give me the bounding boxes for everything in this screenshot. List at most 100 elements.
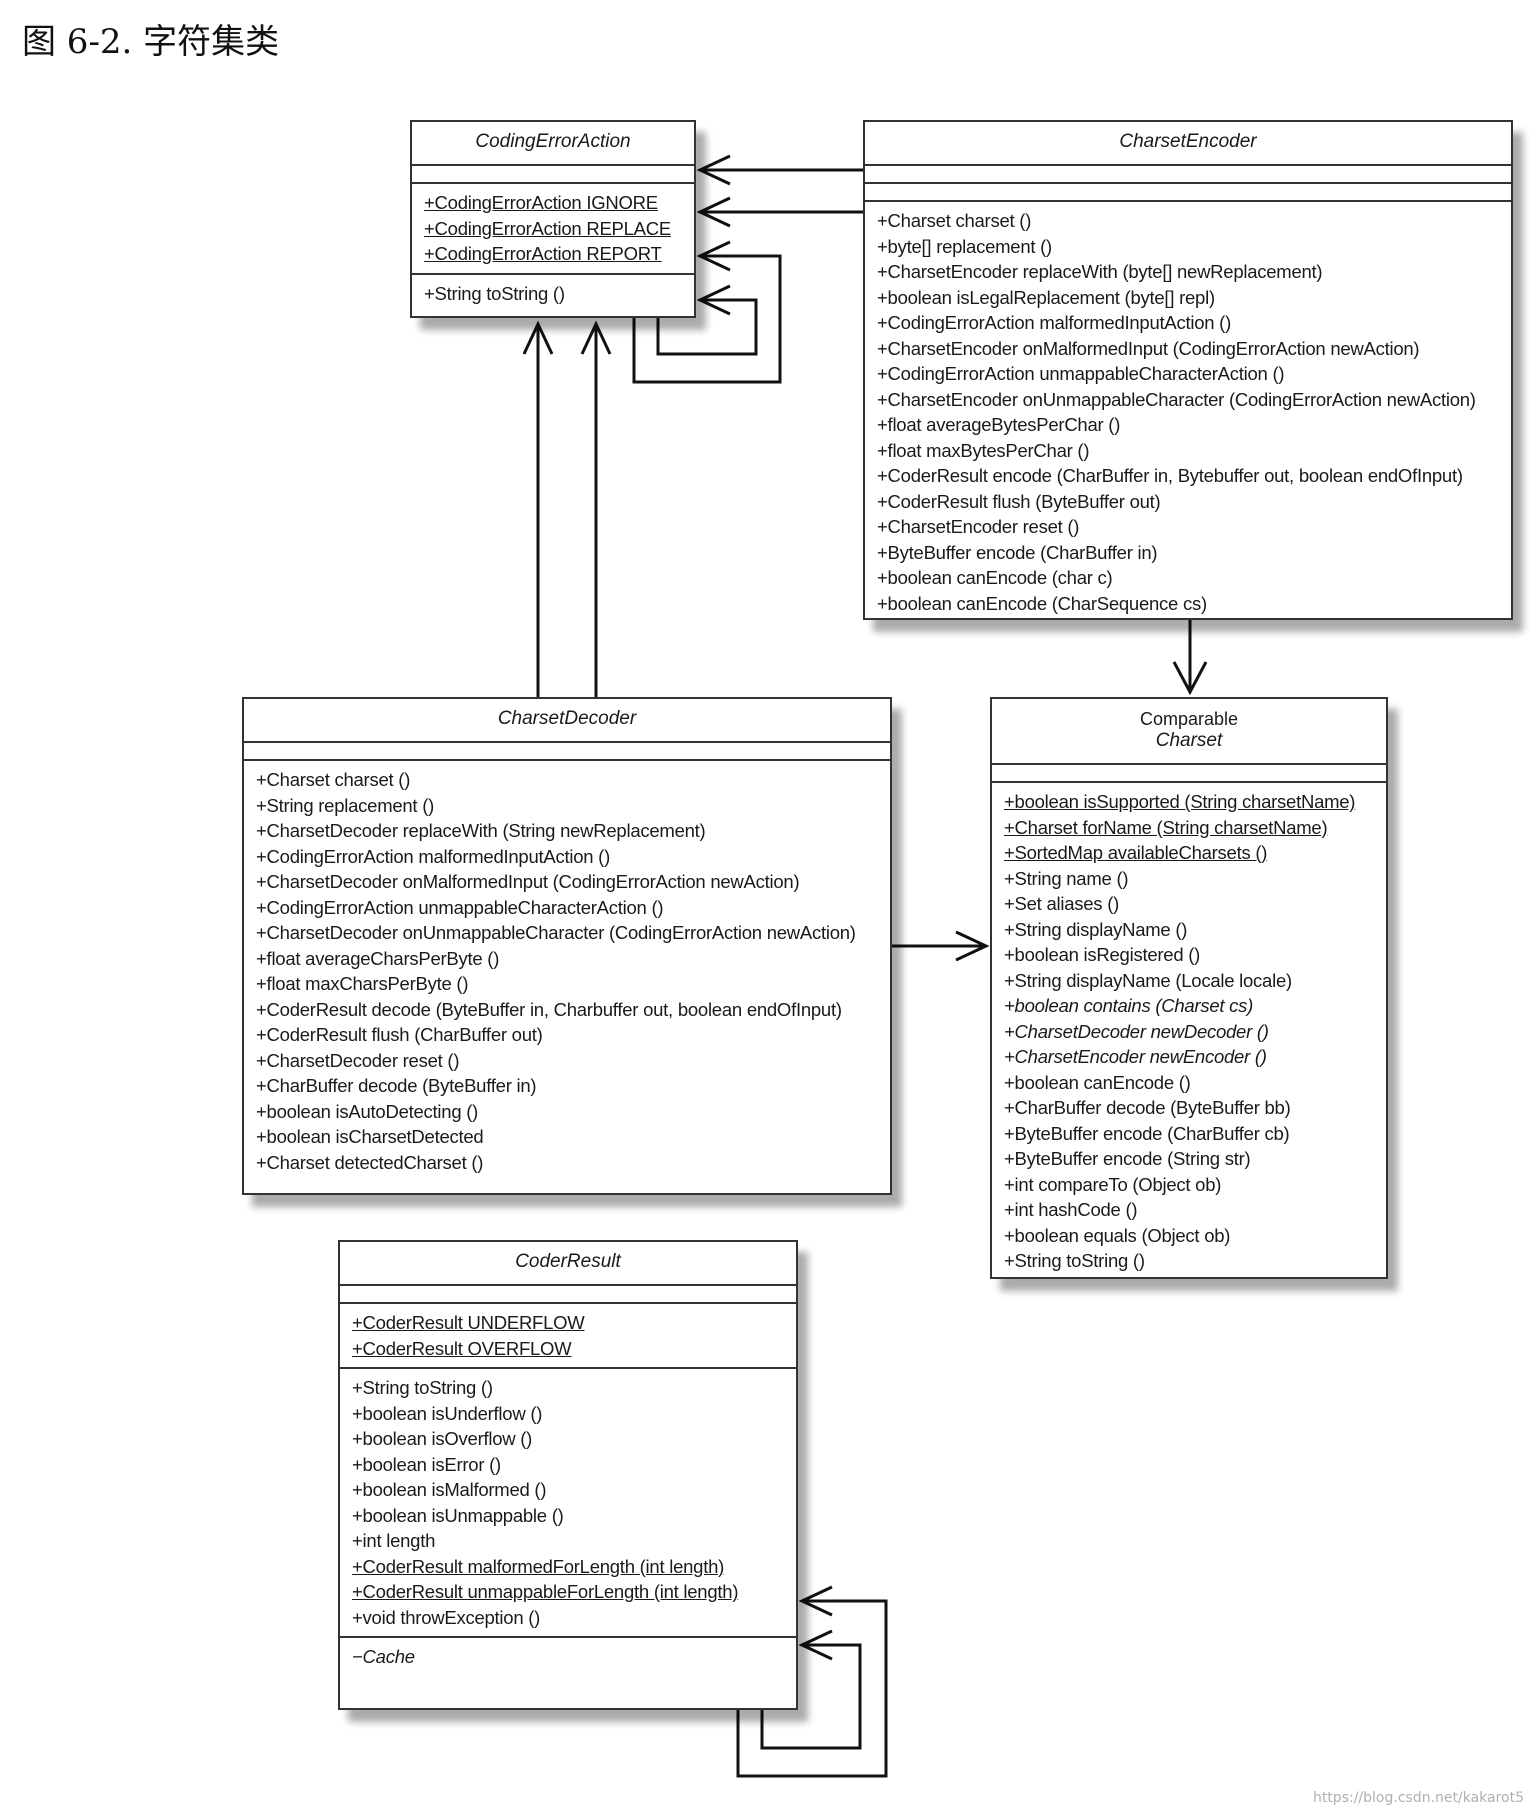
member-string-displayname-locale-locale: +String displayName (Locale locale) <box>1004 968 1386 994</box>
member-text: +CoderResult encode (CharBuffer in, Byte… <box>877 465 1463 486</box>
member-int-length: +int length <box>352 1528 796 1554</box>
member-text: +CoderResult flush (ByteBuffer out) <box>877 490 1161 512</box>
member-text: −Cache <box>352 1646 415 1667</box>
member-text: +Charset charset () <box>877 210 1032 231</box>
member-text: +boolean isOverflow () <box>352 1428 533 1449</box>
member-charsetencoder-onmalformedinput-codingerroraction-newaction: +CharsetEncoder onMalformedInput (Coding… <box>877 336 1511 362</box>
class-name-text: CodingErrorAction <box>475 131 631 152</box>
class-compartment: −Cache <box>340 1638 796 1676</box>
arrowhead-error-action-4 <box>696 284 731 316</box>
member-boolean-isoverflow: +boolean isOverflow () <box>352 1426 796 1452</box>
class-compartment <box>340 1286 796 1304</box>
member-text: +boolean canEncode (char c) <box>877 567 1113 588</box>
member-coderresult-flush-bytebuffer-out: +CoderResult flush (ByteBuffer out) <box>877 489 1511 515</box>
member-text: +String displayName (Locale locale) <box>1004 969 1292 991</box>
member-text: +CharsetDecoder newDecoder () <box>1004 1020 1269 1042</box>
class-compartment <box>865 184 1511 202</box>
member-boolean-ismalformed: +boolean isMalformed () <box>352 1477 796 1503</box>
member-boolean-issupported-string-charsetname: +boolean isSupported (String charsetName… <box>1004 789 1386 815</box>
member-bytebuffer-encode-charbuffer-in: +ByteBuffer encode (CharBuffer in) <box>877 540 1511 566</box>
member-codingerroraction-malformedinputaction: +CodingErrorAction malformedInputAction … <box>256 844 890 870</box>
class-compartment: +CoderResult UNDERFLOW+CoderResult OVERF… <box>340 1304 796 1369</box>
member-boolean-contains-charset-cs: +boolean contains (Charset cs) <box>1004 993 1386 1019</box>
member-set-aliases: +Set aliases () <box>1004 891 1386 917</box>
member-text: +boolean contains (Charset cs) <box>1004 995 1254 1016</box>
member-text: +String displayName () <box>1004 918 1188 940</box>
arrowhead-coder-result-1 <box>798 1585 833 1617</box>
member-text: +String toString () <box>352 1377 493 1398</box>
member-charbuffer-decode-bytebuffer-bb: +CharBuffer decode (ByteBuffer bb) <box>1004 1095 1386 1121</box>
arrowhead-coder-result-2 <box>798 1629 833 1661</box>
member-boolean-isautodetecting: +boolean isAutoDetecting () <box>256 1099 890 1125</box>
class-charset-decoder: CharsetDecoder +Charset charset () +String… <box>242 697 892 1195</box>
member-text: +boolean equals (Object ob) <box>1004 1224 1231 1246</box>
member-string-tostring: +String toString () <box>424 281 694 307</box>
member-codingerroraction-report: +CodingErrorAction REPORT <box>424 241 694 267</box>
member-codingerroraction-ignore: +CodingErrorAction IGNORE <box>424 190 694 216</box>
self-association-coder-result-inner <box>760 1643 862 1750</box>
class-name-text: CharsetEncoder <box>1119 131 1257 152</box>
member-text: +CharsetDecoder reset () <box>256 1049 460 1071</box>
member-text: +boolean canEncode () <box>1004 1071 1191 1093</box>
member-text: +CodingErrorAction IGNORE <box>424 192 658 213</box>
member-text: +boolean isError () <box>352 1453 501 1475</box>
member-text: +CoderResult decode (ByteBuffer in, Char… <box>256 998 842 1020</box>
arrowhead-charset-1 <box>1172 661 1208 696</box>
member-text: +CharsetEncoder onUnmappableCharacter (C… <box>877 388 1476 410</box>
member-cache: −Cache <box>352 1644 796 1670</box>
member-text: +CoderResult flush (CharBuffer out) <box>256 1024 543 1045</box>
member-float-maxbytesperchar: +float maxBytesPerChar () <box>877 438 1511 464</box>
member-coderresult-malformedforlength-int-length: +CoderResult malformedForLength (int len… <box>352 1554 796 1580</box>
member-text: +CodingErrorAction malformedInputAction … <box>877 312 1232 333</box>
member-coderresult-decode-bytebuffer-in-charbuffer-out-boolean-endofinput: +CoderResult decode (ByteBuffer in, Char… <box>256 997 890 1023</box>
member-text: +CharsetEncoder onMalformedInput (Coding… <box>877 337 1420 359</box>
member-charsetdecoder-replacewith-string-newreplacement: +CharsetDecoder replaceWith (String newR… <box>256 818 890 844</box>
figure-title: 图 6-2. 字符集类 <box>22 22 280 62</box>
member-boolean-canencode-char-c: +boolean canEncode (char c) <box>877 565 1511 591</box>
member-charsetdecoder-onunmappablecharacter-codingerroraction-newaction: +CharsetDecoder onUnmappableCharacter (C… <box>256 920 890 946</box>
member-text: +boolean isMalformed () <box>352 1479 547 1500</box>
member-codingerroraction-malformedinputaction: +CodingErrorAction malformedInputAction … <box>877 310 1511 336</box>
member-text: +CharsetEncoder replaceWith (byte[] newR… <box>877 261 1323 282</box>
member-text: +boolean isUnderflow () <box>352 1402 543 1424</box>
member-text: +boolean isAutoDetecting () <box>256 1100 479 1122</box>
member-text: +CoderResult unmappableForLength (int le… <box>352 1581 739 1602</box>
member-text: +boolean isCharsetDetected <box>256 1126 484 1147</box>
member-charsetencoder-onunmappablecharacter-codingerroraction-newaction: +CharsetEncoder onUnmappableCharacter (C… <box>877 387 1511 413</box>
member-string-tostring: +String toString () <box>352 1375 796 1401</box>
arrowhead-charset-2 <box>955 930 990 962</box>
arrowhead-error-action-1 <box>696 154 731 186</box>
class-name-text: CharsetDecoder <box>497 708 637 729</box>
class-name: CoderResult <box>340 1242 796 1286</box>
member-charsetencoder-newencoder: +CharsetEncoder newEncoder () <box>1004 1044 1386 1070</box>
member-string-replacement: +String replacement () <box>256 793 890 819</box>
arrowhead-error-action-2 <box>696 196 731 228</box>
member-boolean-isunderflow: +boolean isUnderflow () <box>352 1401 796 1427</box>
member-void-throwexception: +void throwException () <box>352 1605 796 1631</box>
member-sortedmap-availablecharsets: +SortedMap availableCharsets () <box>1004 840 1386 866</box>
member-float-maxcharsperbyte: +float maxCharsPerByte () <box>256 971 890 997</box>
member-bytebuffer-encode-string-str: +ByteBuffer encode (String str) <box>1004 1146 1386 1172</box>
class-name-text: Charset <box>1155 730 1223 751</box>
member-text: +int compareTo (Object ob) <box>1004 1173 1222 1195</box>
self-association-error-action-inner <box>656 298 758 356</box>
member-charsetdecoder-newdecoder: +CharsetDecoder newDecoder () <box>1004 1019 1386 1045</box>
member-coderresult-overflow: +CoderResult OVERFLOW <box>352 1336 796 1362</box>
class-charset-encoder: CharsetEncoder+Charset charset ()+byte[]… <box>863 120 1513 620</box>
class-name: CharsetDecoder <box>244 699 890 743</box>
member-codingerroraction-replace: +CodingErrorAction REPLACE <box>424 216 694 242</box>
self-association-error-action-outer <box>632 254 782 384</box>
member-charset-forname-string-charsetname: +Charset forName (String charsetName) <box>1004 815 1386 841</box>
member-text: +Charset charset () <box>256 769 411 790</box>
member-boolean-canencode: +boolean canEncode () <box>1004 1070 1386 1096</box>
class-stereotype: Comparable <box>1139 709 1239 729</box>
member-int-hashcode: +int hashCode () <box>1004 1197 1386 1223</box>
arrowhead-error-action-5 <box>522 320 554 355</box>
member-text: +float averageCharsPerByte () <box>256 947 500 969</box>
member-coderresult-encode-charbuffer-in-bytebuffer-out-boolean-endofinput: +CoderResult encode (CharBuffer in, Byte… <box>877 463 1511 489</box>
member-text: +void throwException () <box>352 1606 541 1628</box>
member-text: +float maxBytesPerChar () <box>877 439 1090 461</box>
member-text: +CharsetDecoder replaceWith (String newR… <box>256 820 706 841</box>
member-string-tostring: +String toString () <box>1004 1248 1386 1274</box>
